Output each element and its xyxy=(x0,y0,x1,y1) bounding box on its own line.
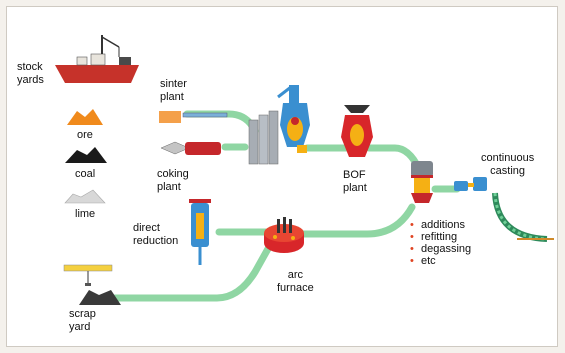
continuous-caster-icon xyxy=(454,177,554,242)
direct-reduction-shaft-icon xyxy=(189,199,211,265)
treatment-list: additions refitting degassing etc xyxy=(410,219,471,267)
flow-line-arc-to-ladle xyxy=(295,203,416,238)
steel-process-diagram: stock yards sinter plant ore coal lime c… xyxy=(6,6,558,347)
direct-reduction-label: direct reduction xyxy=(133,222,179,247)
blast-furnace-icon xyxy=(248,85,310,165)
flow-line-scrap xyxy=(111,243,273,302)
arc-furnace-icon xyxy=(264,217,304,253)
treatment-item: refitting xyxy=(410,231,471,243)
coal-pile-icon xyxy=(65,147,107,163)
continuous-casting-label: continuous casting xyxy=(481,152,535,177)
coke-oven-icon xyxy=(160,141,221,155)
ladle-treatment-icon xyxy=(411,161,433,203)
sinter-plant-label: sinter plant xyxy=(160,78,187,103)
bof-converter-icon xyxy=(341,105,373,157)
treatment-item: etc xyxy=(410,255,471,267)
sinter-conveyor-icon xyxy=(159,111,228,123)
treatment-item: degassing xyxy=(410,243,471,255)
diagram-canvas xyxy=(55,35,554,305)
ore-label: ore xyxy=(77,129,93,141)
scrap-pile-icon xyxy=(79,290,121,305)
coal-label: coal xyxy=(75,168,96,180)
ship-icon xyxy=(55,35,139,83)
scrap-yard-label: scrap yard xyxy=(69,308,96,333)
treatment-item: additions xyxy=(410,219,471,231)
bof-plant-label: BOF plant xyxy=(343,169,367,194)
lime-label: lime xyxy=(75,208,96,220)
ore-pile-icon xyxy=(67,109,103,125)
scrap-crane-icon xyxy=(63,264,113,286)
stock-yards-label: stock yards xyxy=(17,61,44,86)
arc-furnace-label: arc furnace xyxy=(277,269,314,294)
lime-pile-icon xyxy=(64,189,106,204)
coking-plant-label: coking plant xyxy=(157,168,189,193)
